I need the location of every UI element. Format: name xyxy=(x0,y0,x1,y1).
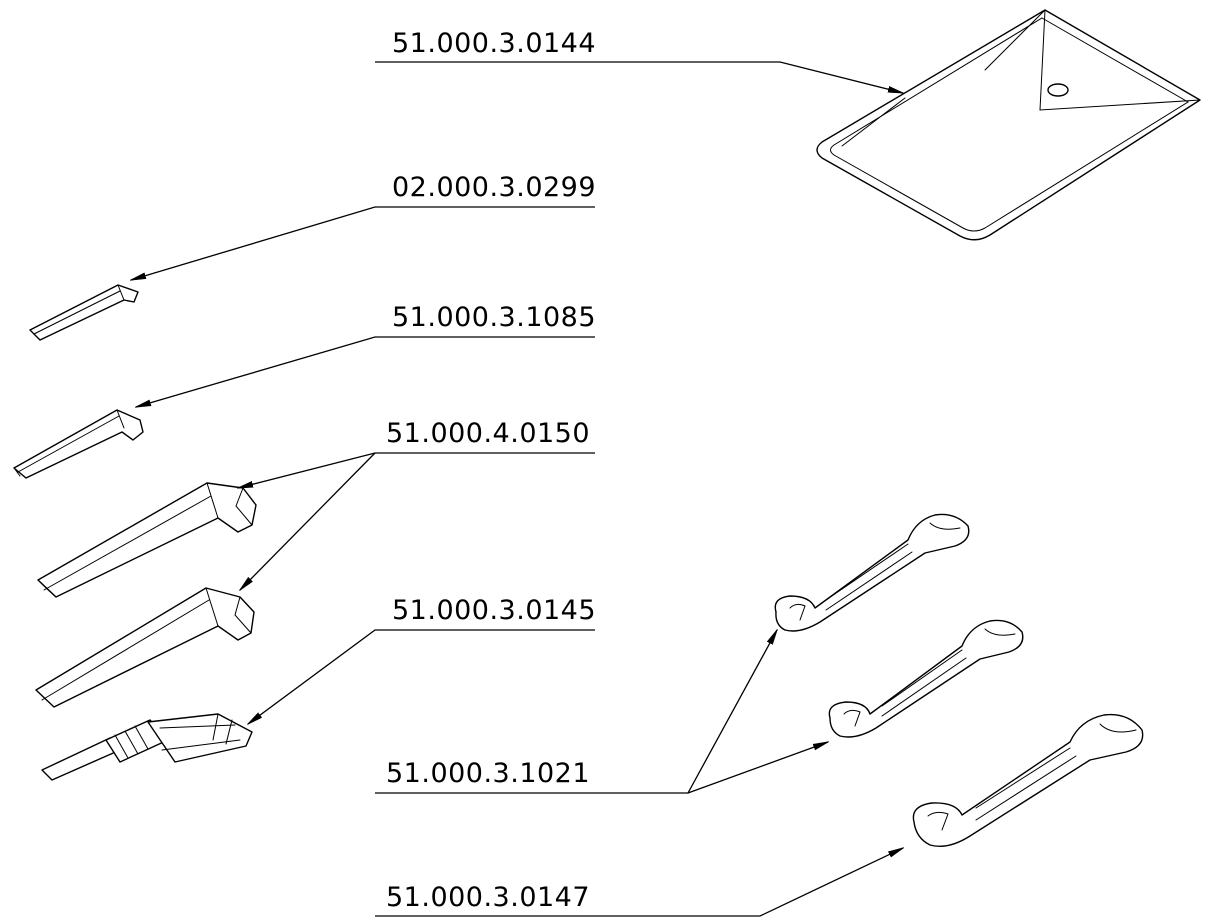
callout-small-wrenches: 51.000.3.1021 xyxy=(375,630,828,794)
callout-pouch: 51.000.3.0144 xyxy=(375,28,903,94)
medium-hex-key-part xyxy=(13,409,144,479)
pouch-part xyxy=(816,9,1201,241)
callout-medium-hex-key: 51.000.3.1085 xyxy=(136,302,596,408)
callout-screwdriver-label: 51.000.3.0145 xyxy=(392,595,596,626)
callout-medium-hex-key-label: 51.000.3.1085 xyxy=(392,302,596,333)
callout-small-hex-key: 02.000.3.0299 xyxy=(131,172,596,281)
wrench-top-part xyxy=(774,513,970,632)
callout-large-wrench: 51.000.3.0147 xyxy=(375,848,903,917)
callout-large-wrench-label: 51.000.3.0147 xyxy=(386,882,590,913)
wrench-large-part xyxy=(912,713,1144,848)
small-hex-key-part xyxy=(29,284,139,341)
large-hex-key-lower-part xyxy=(35,587,255,708)
wrench-middle-part xyxy=(828,619,1024,738)
callout-large-hex-keys: 51.000.4.0150 xyxy=(238,418,595,590)
callout-screwdriver: 51.000.3.0145 xyxy=(248,595,596,724)
callout-pouch-label: 51.000.3.0144 xyxy=(392,28,596,59)
large-hex-key-upper-part xyxy=(37,482,257,598)
callout-small-hex-key-label: 02.000.3.0299 xyxy=(392,172,596,203)
callout-small-wrenches-label: 51.000.3.1021 xyxy=(386,758,590,789)
screwdriver-part xyxy=(41,713,253,781)
callout-large-hex-keys-label: 51.000.4.0150 xyxy=(386,418,590,449)
